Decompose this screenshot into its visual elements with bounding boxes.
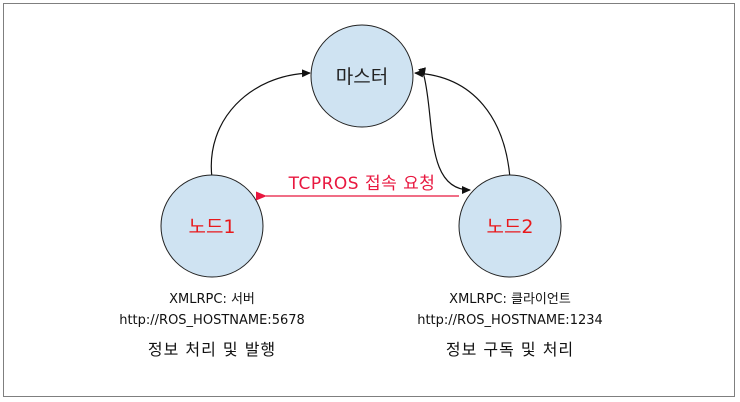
master-node-circle	[310, 24, 414, 128]
node2-uri-text: http://ROS_HOSTNAME:1234	[417, 313, 603, 328]
node2-description-text: 정보 구독 및 처리	[445, 340, 575, 359]
tcpros-request-label: TCPROS 접속 요청	[288, 174, 436, 194]
node2-role-text: XMLRPC: 클라이언트	[449, 292, 571, 307]
node2-to-master-edge	[414, 69, 511, 179]
node1-to-master-edge	[210, 69, 311, 179]
node1-description-text: 정보 처리 및 발행	[147, 340, 277, 359]
master-to-node2-edge	[418, 67, 471, 194]
node1-circle	[160, 174, 264, 278]
master-label: 마스터	[336, 66, 388, 88]
node1-label: 노드1	[188, 216, 235, 238]
node1-role-text: XMLRPC: 서버	[169, 292, 255, 307]
node1-uri-text: http://ROS_HOSTNAME:5678	[119, 313, 305, 328]
node2-circle	[458, 174, 562, 278]
node2-label: 노드2	[486, 216, 533, 238]
